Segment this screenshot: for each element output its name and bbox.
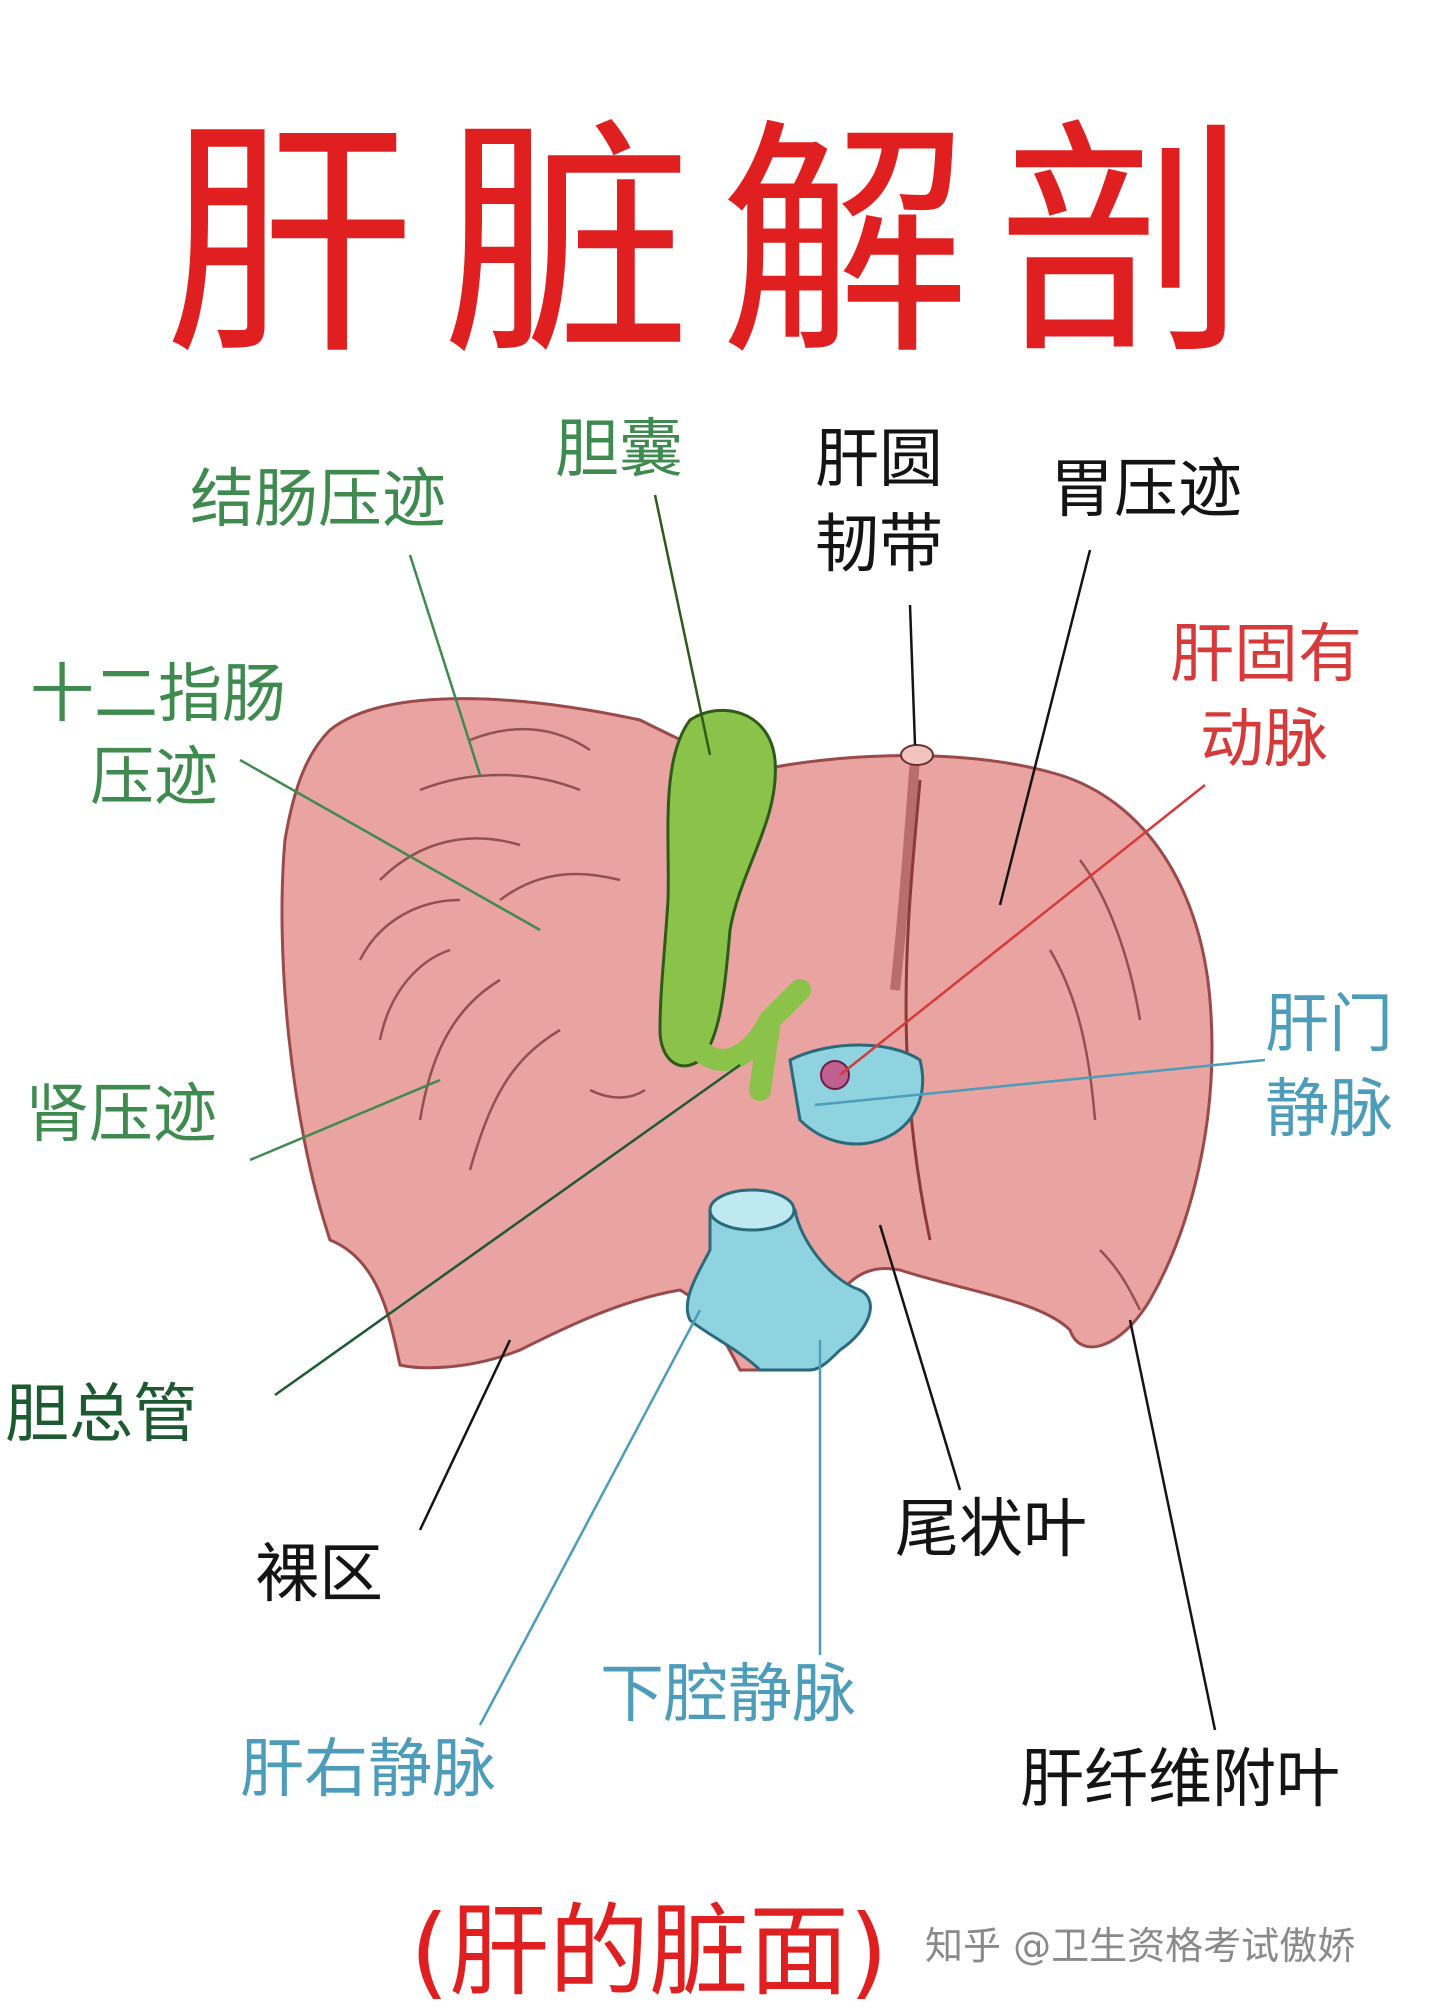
bile-duct-shape [689,979,811,1101]
label-duodenal-impression-2: 压迹 [90,741,218,815]
label-fibrous-appendix: 肝纤维附叶 [1020,1743,1340,1817]
label-common-bile-duct: 胆总管 [5,1378,197,1452]
round-ligament-end [900,744,934,766]
label-round-ligament-2: 韧带 [815,508,943,582]
label-gallbladder: 胆囊 [555,413,683,487]
label-proper-hepatic-artery-1: 肝固有 [1170,618,1362,692]
leader-lines [239,494,1266,1731]
label-renal-impression: 肾压迹 [25,1078,217,1152]
caption: (肝的脏面) [410,1893,889,2010]
label-caudate-lobe: 尾状叶 [895,1493,1087,1567]
label-duodenal-impression-1: 十二指肠 [30,658,286,732]
label-portal-vein-2: 静脉 [1265,1073,1393,1147]
label-gastric-impression: 胃压迹 [1050,453,1242,527]
label-portal-vein-1: 肝门 [1265,988,1393,1062]
liver-texture [358,727,1142,1311]
round-ligament-shape [890,759,920,991]
fissure-line [904,779,932,1241]
ivc-opening [708,1188,796,1232]
label-colic-impression: 结肠压迹 [190,463,446,537]
watermark: 知乎 @卫生资格考试傲娇 [925,1924,1356,1968]
liver-shape [280,697,1214,1372]
label-right-hepatic-vein: 肝右静脉 [240,1733,496,1807]
label-inferior-vena-cava: 下腔静脉 [600,1658,856,1732]
label-bare-area: 裸区 [255,1538,383,1612]
hepatic-artery-shape [820,1060,850,1090]
label-round-ligament-1: 肝圆 [815,423,943,497]
label-proper-hepatic-artery-2: 动脉 [1200,703,1328,777]
page-title: 肝脏解剖 [164,98,1276,389]
